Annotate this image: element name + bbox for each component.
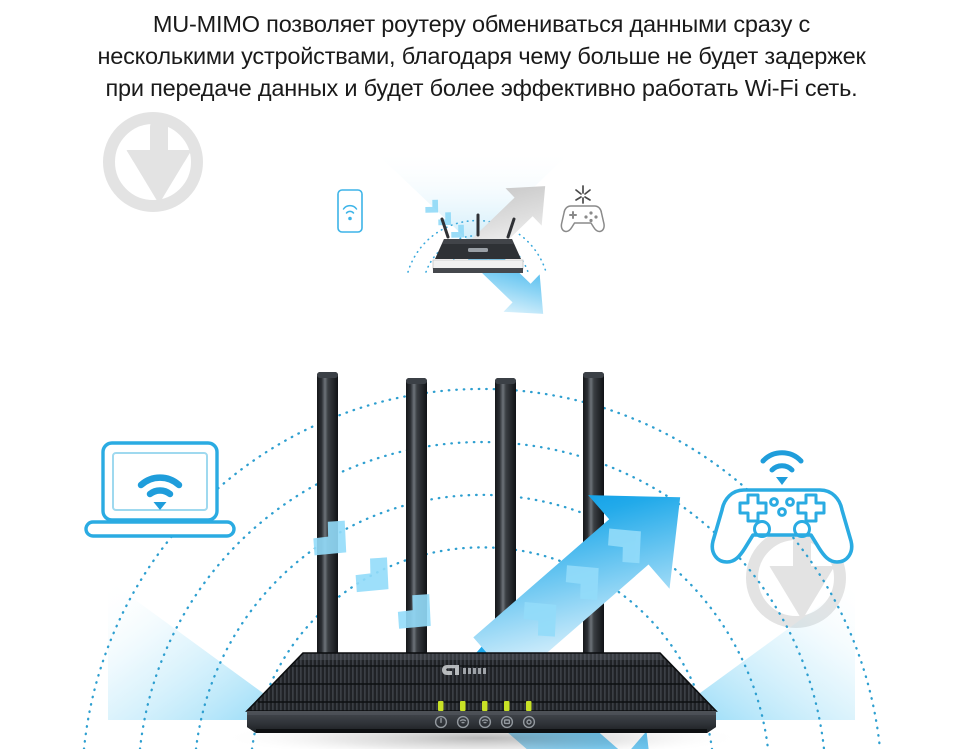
light-beam: [373, 150, 573, 245]
gamepad-center-dots: [753, 497, 811, 538]
router-front-highlight: [247, 711, 716, 715]
router-led-group: [438, 701, 532, 711]
light-beam-left: [108, 580, 300, 720]
wifi-dot: [776, 477, 788, 485]
concept-diagram-svg: [337, 150, 605, 314]
led-indicator: [504, 701, 510, 711]
gamepad-body: [710, 488, 854, 564]
router-antennas: [440, 213, 516, 239]
laptop-device: [84, 441, 236, 538]
power-icon: [434, 715, 448, 729]
click-burst-icon: [575, 185, 591, 204]
router-top-texture: [247, 653, 716, 711]
antenna-3: [495, 378, 516, 668]
mu-mimo-concept-diagram: [318, 140, 638, 314]
wps-icon: [522, 715, 536, 729]
router-top-highlight: [442, 239, 514, 244]
gamepad-device: [710, 450, 854, 564]
page-title: MU-MIMO позволяет роутеру обмениваться д…: [0, 8, 963, 104]
led-indicator: [482, 701, 488, 711]
laptop-screen: [112, 452, 208, 511]
wifi-2g-icon: [456, 715, 470, 729]
small-router: [432, 213, 524, 273]
led-indicator: [526, 701, 532, 711]
ethernet-icon: [500, 715, 514, 729]
router-bottom-edge: [256, 729, 707, 733]
router-status-icons: [434, 715, 536, 729]
led-indicator: [438, 701, 444, 711]
arrow-chevrons-left: [313, 520, 431, 629]
router-logo-plate: [468, 248, 488, 252]
wifi-icon: [760, 450, 804, 473]
signal-arc-4: [82, 387, 882, 749]
router-base: [433, 268, 523, 273]
antenna-1: [317, 372, 338, 667]
router-front-panel: [247, 711, 716, 733]
smartphone-icon: [337, 189, 363, 233]
headline-line-1: MU-MIMO позволяет роутеру обмениваться д…: [152, 11, 811, 37]
gamepad-buttons: [796, 493, 826, 523]
antenna-4: [583, 372, 604, 667]
signal-arc-2: [194, 493, 770, 749]
watermark-logo-top: [103, 112, 215, 224]
wifi-dot: [153, 502, 167, 510]
router-front-panel: [432, 259, 524, 270]
tp-link-router: [245, 652, 718, 733]
data-arrow-right: [473, 495, 681, 683]
headline-line-2: несколькими устройствами, благодаря чему…: [97, 43, 866, 69]
light-beam-right: [663, 580, 855, 720]
signal-arc-group: [82, 387, 882, 749]
wifi-icon: [342, 204, 358, 214]
gamepad-icon: [560, 185, 605, 233]
arrow-chevrons-right: [523, 528, 641, 637]
tp-link-logo: [442, 665, 486, 675]
signal-arc-3: [138, 440, 826, 749]
router-scene-svg: [82, 372, 882, 749]
gamepad-dpad: [738, 493, 768, 523]
wifi-dot: [348, 216, 352, 221]
led-indicator: [460, 701, 466, 711]
wifi-5g-icon: [478, 715, 492, 729]
router-hero-scene: [0, 330, 963, 749]
gamepad-buttons: [569, 211, 598, 223]
wifi-icon: [137, 474, 183, 498]
headline-line-3: при передаче данных и будет более эффект…: [105, 75, 858, 101]
laptop-base: [84, 520, 236, 538]
